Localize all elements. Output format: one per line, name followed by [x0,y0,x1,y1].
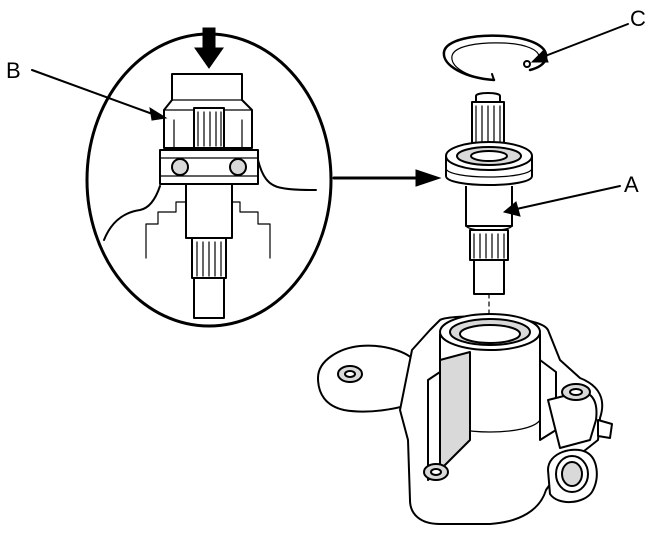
leader-lines [31,23,629,217]
detail-support-base [103,159,317,259]
shaft-assembly [445,92,533,341]
detail-shaft [185,107,233,319]
callout-label-c: C [630,6,646,31]
press-direction-arrow-icon [194,27,224,69]
shaft-bearing [445,141,533,186]
callout-label-a: A [624,172,639,197]
callout-label-b: B [6,58,21,83]
detail-to-assembly-arrow [332,169,442,187]
snap-ring [442,34,548,82]
detail-view [85,27,333,328]
detail-bearing [159,149,259,185]
housing [317,313,613,525]
